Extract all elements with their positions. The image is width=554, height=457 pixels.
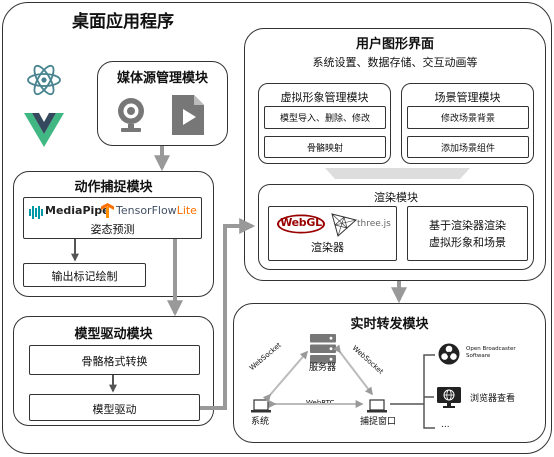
scene-background-box	[407, 106, 529, 129]
scene-module-title: 场景管理模块	[434, 91, 501, 104]
mediapipe-icon	[29, 204, 43, 219]
gui-subtitle: 系统设置、数据存储、交互动画等	[312, 56, 478, 69]
websocket-arrow-left	[262, 350, 309, 403]
lite-label: Lite	[176, 204, 197, 217]
tensorflow-label: TensorFlow	[116, 204, 177, 217]
more-ellipsis: ...	[441, 420, 450, 430]
skeleton-convert-label: 骨骼格式转换	[81, 355, 148, 368]
capture-window-label: 捕捉窗口	[360, 417, 397, 427]
laptop-icon-capture	[367, 398, 387, 413]
tensorflow-lite-label: TensorFlowLite	[116, 204, 197, 217]
arrow-model-to-gui	[200, 218, 256, 410]
webgl-logo	[276, 214, 326, 234]
tensorflow-icon	[101, 203, 114, 218]
render-desc-line2: 虚拟形象和场景	[429, 236, 506, 249]
media-source-module	[97, 61, 228, 146]
model-drive-label: 模型驱动	[92, 403, 137, 416]
scene-background-label: 修改场景背景	[440, 114, 495, 124]
obs-label-line2: Software	[466, 353, 491, 359]
app-title: 桌面应用程序	[72, 12, 174, 32]
mediapipe-label: MediaPipe	[45, 204, 110, 217]
render-description-box	[407, 206, 528, 261]
capture-module-title: 动作捕捉模块	[74, 180, 153, 195]
pose-prediction-label: 姿态预测	[90, 223, 135, 236]
scene-component-label: 添加场景组件	[440, 144, 495, 154]
electron-icon	[26, 62, 62, 98]
webgl-label: WebGL	[280, 216, 322, 229]
avatar-module-title: 虚拟形象管理模块	[280, 91, 369, 104]
server-icon	[310, 334, 336, 364]
browser-view-label: 浏览器查看	[470, 394, 516, 404]
output-marker-box	[23, 263, 146, 287]
arrow-modules-to-render	[325, 168, 470, 179]
scene-component-box	[407, 136, 529, 158]
output-bracket	[390, 354, 435, 429]
websocket-arrow-right	[332, 344, 373, 396]
pose-prediction-box	[23, 197, 202, 239]
render-module-title: 渲染模块	[374, 191, 418, 204]
obs-label: Open Broadcaster Software	[466, 346, 516, 360]
model-drive-box	[29, 394, 200, 421]
threejs-label: three.js	[357, 219, 391, 229]
relay-title: 实时转发模块	[350, 317, 429, 332]
media-module-title: 媒体源管理模块	[116, 71, 208, 86]
vue-icon	[24, 113, 64, 147]
gui-title: 用户图形界面	[355, 37, 434, 52]
model-module-title: 模型驱动模块	[74, 327, 153, 342]
server-label: 服务器	[309, 363, 337, 373]
system-label: 系统	[251, 417, 270, 427]
avatar-import-box	[264, 106, 386, 129]
avatar-import-label: 模型导入、删除、修改	[279, 114, 370, 124]
threejs-icon	[331, 213, 358, 237]
render-desc-line1: 基于渲染器渲染	[429, 219, 506, 232]
obs-icon	[438, 343, 460, 365]
obs-label-line1: Open Broadcaster	[466, 346, 516, 352]
renderer-label: 渲染器	[311, 241, 344, 254]
laptop-icon	[251, 398, 271, 413]
browser-monitor-icon	[437, 387, 461, 409]
skeleton-convert-box	[29, 345, 200, 375]
bone-mapping-label: 骨骼映射	[306, 144, 343, 154]
webcam-icon	[115, 96, 147, 134]
video-file-icon	[172, 95, 204, 135]
output-marker-label: 输出标记绘制	[51, 270, 118, 283]
bone-mapping-box	[264, 136, 386, 158]
